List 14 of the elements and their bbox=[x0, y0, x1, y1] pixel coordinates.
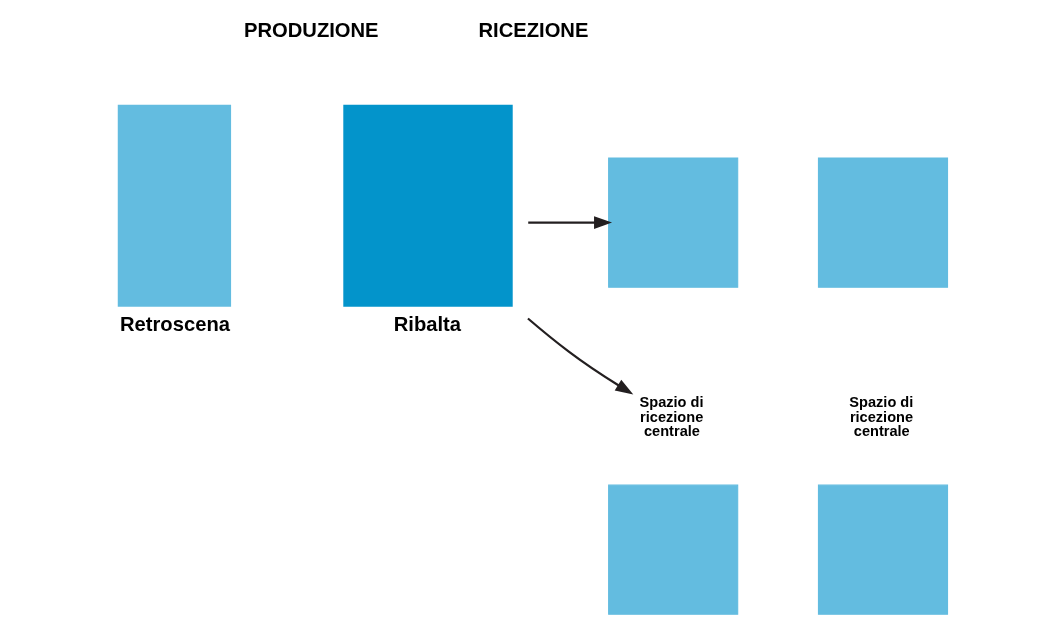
node-box bbox=[608, 484, 739, 615]
node-box bbox=[117, 104, 232, 307]
node-box bbox=[817, 484, 949, 615]
node-label: Ribalta bbox=[393, 312, 462, 335]
label: PRODUZIONE bbox=[243, 18, 379, 41]
node-box bbox=[608, 157, 739, 288]
arrow bbox=[528, 216, 612, 229]
label: Spazio di ricezione centrale bbox=[849, 394, 914, 440]
node-box bbox=[817, 157, 949, 288]
node-text: Spazio di ricezione centrale bbox=[639, 394, 704, 440]
arrow bbox=[527, 317, 634, 395]
node-box bbox=[343, 104, 513, 307]
label: RICEZIONE bbox=[478, 18, 589, 41]
node-label: Retroscena bbox=[120, 312, 230, 335]
